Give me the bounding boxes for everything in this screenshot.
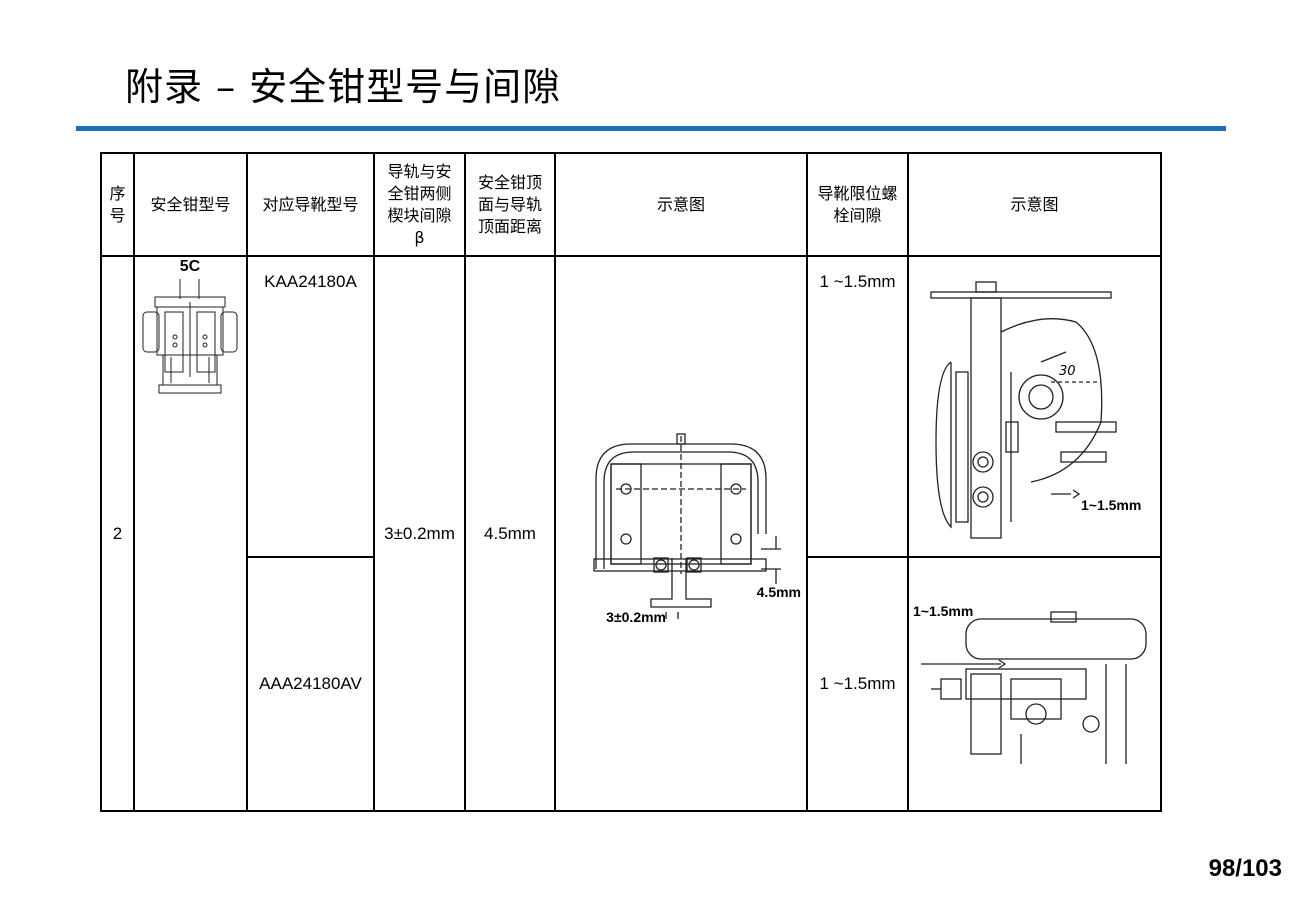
diagram-gap-label: 3±0.2mm [606, 609, 666, 625]
diagram-dimension-30: 30 [1059, 364, 1076, 379]
limit-gap-label-2: 1~1.5mm [913, 603, 973, 619]
limit-gap-diagram-1: 30 1~1.5mm [929, 280, 1141, 539]
safety-clamp-table: 序号 安全钳型号 对应导靴型号 导轨与安全钳两侧楔块间隙β 安全钳顶面与导轨顶面… [100, 152, 1162, 812]
clamp-image-cell: 5C [133, 255, 248, 812]
wedge-gap-value: 3±0.2mm [373, 255, 466, 812]
header-top-distance: 安全钳顶面与导轨顶面距离 [464, 152, 556, 257]
title-divider [76, 126, 1226, 131]
clamp-gap-diagram: 4.5mm 3±0.2mm [593, 432, 801, 625]
clamp-gap-diagram-cell: 4.5mm 3±0.2mm [554, 255, 808, 812]
safety-clamp-drawing: 5C [142, 258, 238, 394]
limit-bolt-gap-2: 1 ~1.5mm [806, 556, 909, 812]
header-guide-shoe-model: 对应导靴型号 [246, 152, 375, 257]
top-distance-value: 4.5mm [464, 255, 556, 812]
header-clamp-model: 安全钳型号 [133, 152, 248, 257]
header-wedge-gap: 导轨与安全钳两侧楔块间隙β [373, 152, 466, 257]
guide-shoe-model-2: AAA24180AV [246, 556, 375, 812]
row-index: 2 [100, 255, 135, 812]
limit-gap-label-1: 1~1.5mm [1081, 497, 1141, 513]
diagram-distance-label: 4.5mm [757, 584, 801, 600]
limit-gap-diagram-2: 1~1.5mm [913, 603, 1147, 764]
header-index: 序号 [100, 152, 135, 257]
header-limit-bolt-gap: 导靴限位螺栓间隙 [806, 152, 909, 257]
header-row: 序号 安全钳型号 对应导靴型号 导轨与安全钳两侧楔块间隙β 安全钳顶面与导轨顶面… [100, 152, 1162, 257]
guide-shoe-model-1: KAA24180A [246, 255, 375, 558]
clamp-label: 5C [180, 258, 201, 275]
slide-title: 附录 – 安全钳型号与间隙 [125, 65, 562, 109]
page-number: 98/103 [1208, 855, 1282, 882]
header-diagram-2: 示意图 [907, 152, 1162, 257]
table-row: AAA24180AV 1 ~1.5mm [101, 556, 1162, 812]
header-diagram: 示意图 [554, 152, 808, 257]
limit-gap-diagram-cell-2: 1~1.5mm [907, 556, 1162, 812]
table-row: 2 5C [100, 255, 1162, 812]
limit-bolt-gap-1: 1 ~1.5mm [806, 255, 909, 558]
clamp-image: 5C [135, 257, 246, 810]
limit-gap-diagram-cell-1: 30 1~1.5mm [907, 255, 1162, 558]
